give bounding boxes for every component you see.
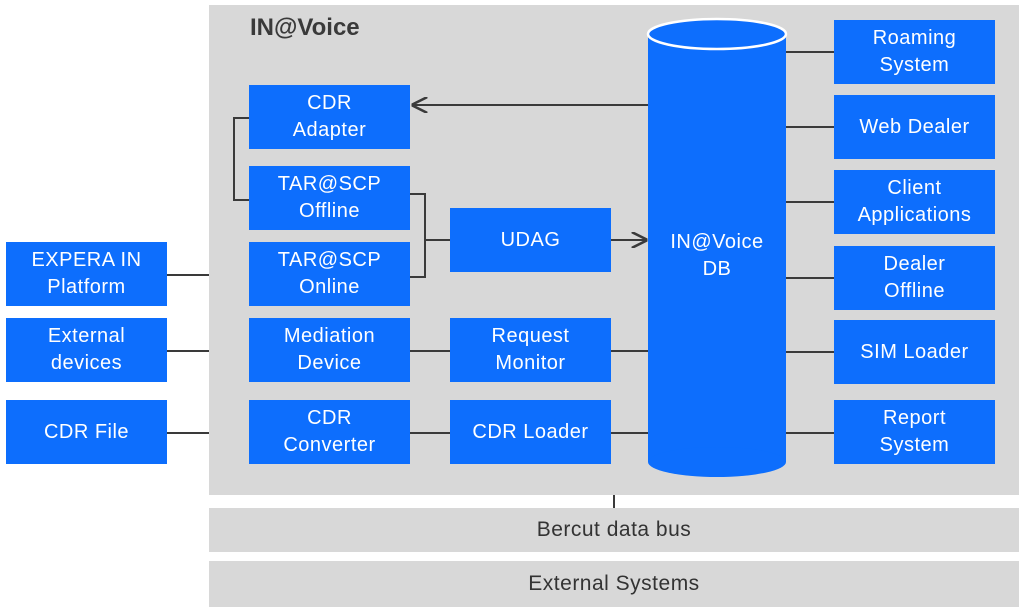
database-label: IN@Voice DB bbox=[670, 231, 764, 280]
udag-box: UDAG bbox=[450, 208, 611, 272]
diagram-title: IN@Voice bbox=[250, 14, 360, 41]
line-adapter-offline bbox=[233, 117, 249, 201]
sim-loader-box: SIM Loader bbox=[834, 320, 995, 384]
bercut-data-bus: Bercut data bus bbox=[209, 508, 1019, 552]
web-dealer-box: Web Dealer bbox=[834, 95, 995, 159]
external-devices-box: External devices bbox=[6, 318, 167, 382]
request-monitor-box: Request Monitor bbox=[450, 318, 611, 382]
database-cylinder bbox=[646, 17, 788, 477]
roaming-system-box: Roaming System bbox=[834, 20, 995, 84]
tar-scp-online-box: TAR@SCP Online bbox=[249, 242, 410, 306]
tar-scp-offline-box: TAR@SCP Offline bbox=[249, 166, 410, 230]
expera-in-platform-box: EXPERA IN Platform bbox=[6, 242, 167, 306]
cdr-loader-box: CDR Loader bbox=[450, 400, 611, 464]
external-systems-bar: External Systems bbox=[209, 561, 1019, 607]
report-system-box: Report System bbox=[834, 400, 995, 464]
client-applications-box: Client Applications bbox=[834, 170, 995, 234]
cdr-file-box: CDR File bbox=[6, 400, 167, 464]
cdr-converter-box: CDR Converter bbox=[249, 400, 410, 464]
line-tar-bracket bbox=[410, 193, 426, 278]
dealer-offline-box: Dealer Offline bbox=[834, 246, 995, 310]
cdr-adapter-box: CDR Adapter bbox=[249, 85, 410, 149]
mediation-device-box: Mediation Device bbox=[249, 318, 410, 382]
